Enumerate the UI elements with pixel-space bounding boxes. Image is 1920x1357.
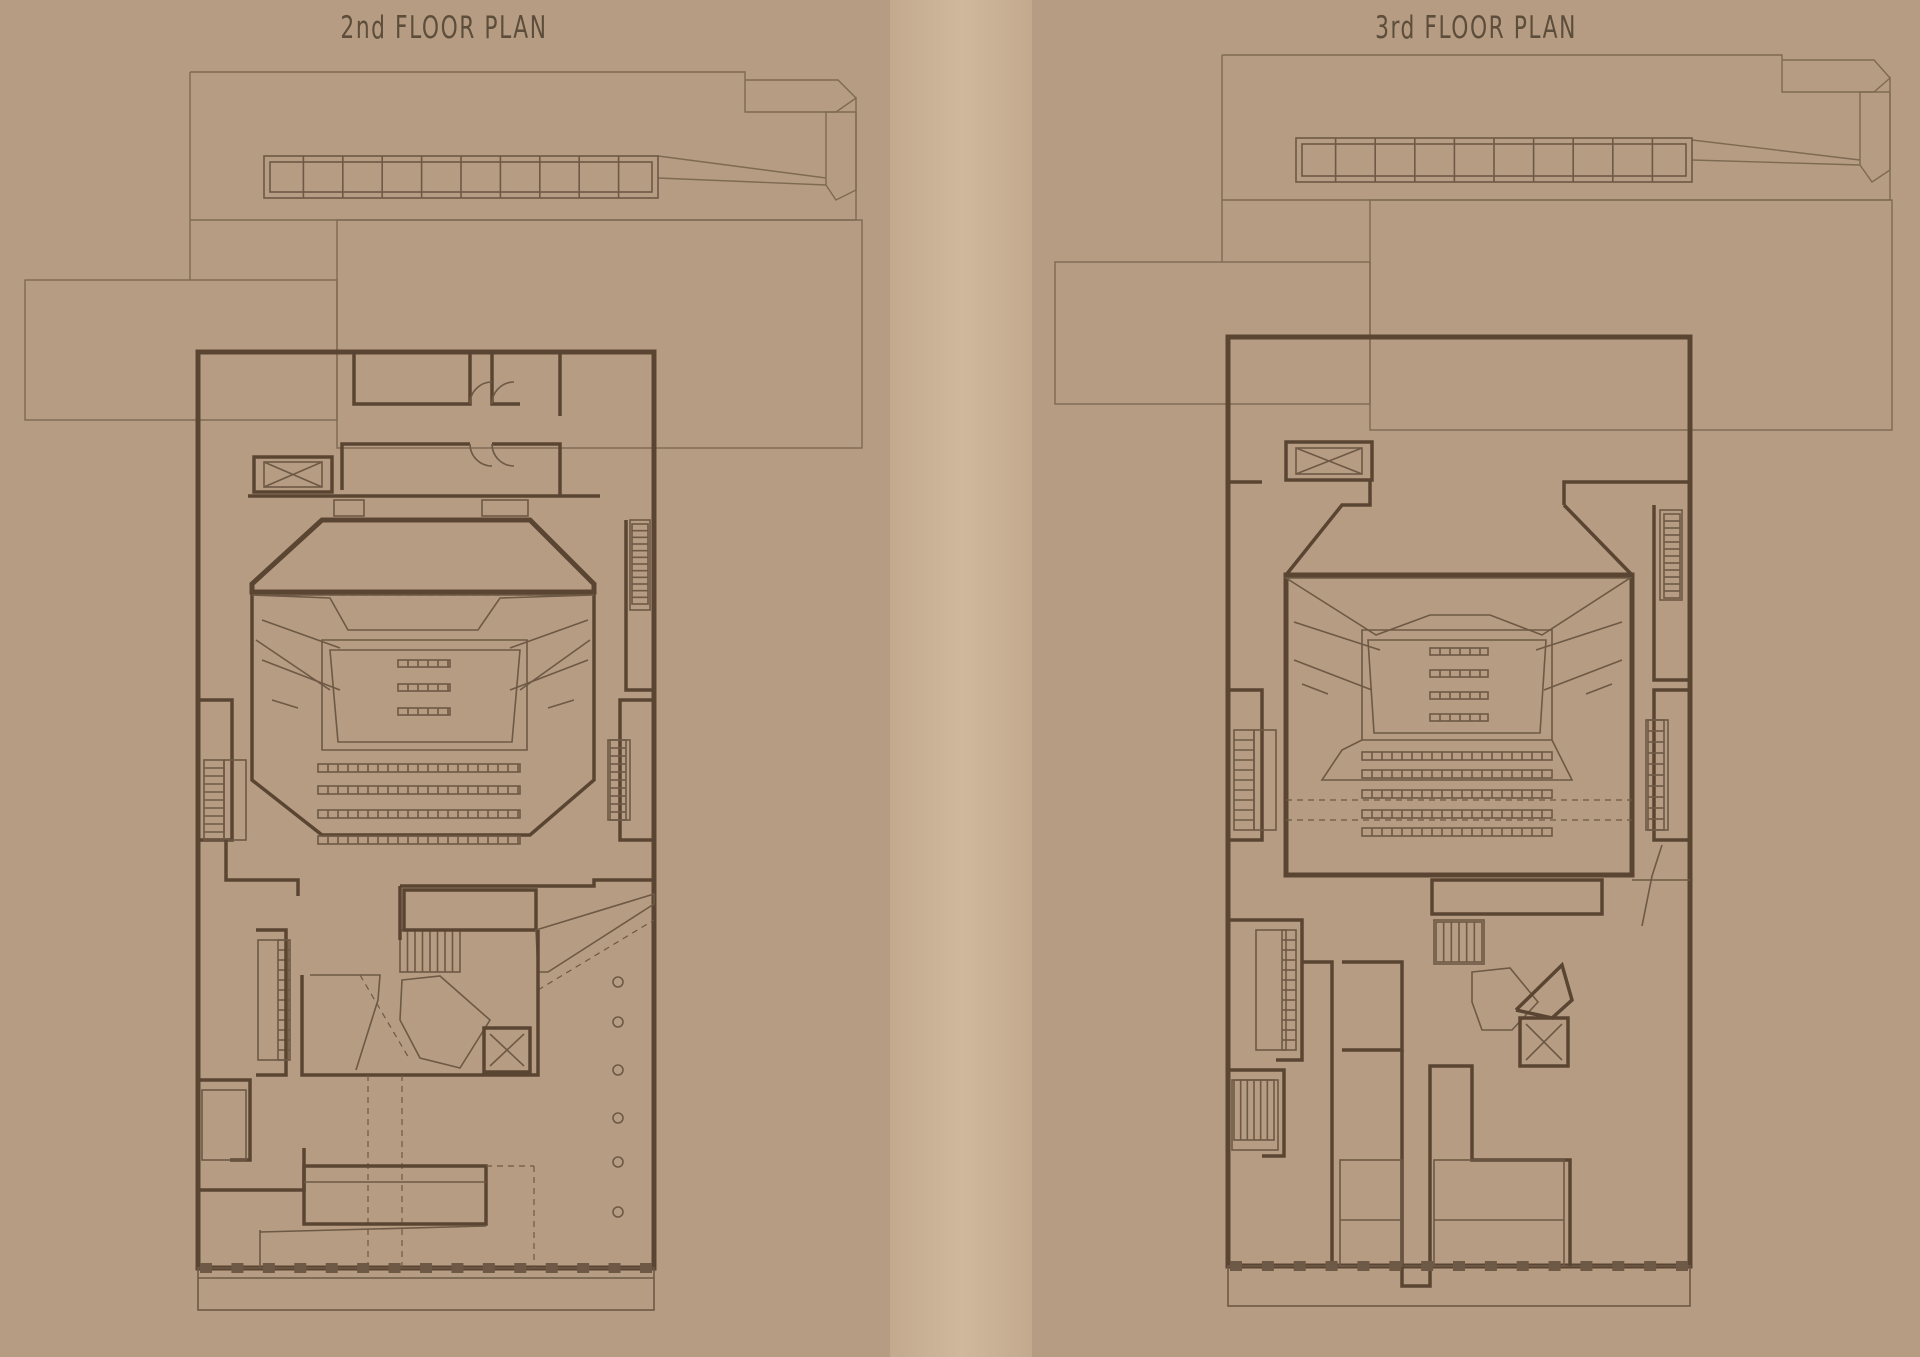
floor-plan-2nd [24,71,863,1311]
left-sheet [0,0,890,1357]
right-sheet [1032,0,1920,1357]
service-rooms [248,352,600,517]
side-stairs [1228,505,1690,1141]
columns [612,976,624,1218]
plan-title-3rd-floor: 3rd FLOOR PLAN [1375,10,1577,46]
service-rooms [1228,440,1690,577]
site-outline [1054,54,1893,431]
auditorium [249,517,597,845]
lobby-walls [1228,844,1690,1288]
site-outline [24,71,863,449]
floor-plan-3rd [1054,54,1893,1307]
auditorium [1283,572,1635,878]
skylight-mullions [1334,138,1654,182]
plan-title-2nd-floor: 2nd FLOOR PLAN [340,10,548,46]
facade-piers [1230,1261,1688,1271]
facade-piers [200,1263,652,1273]
center-gutter [890,0,1032,1357]
lobby-walls [198,840,655,1268]
skylight-mullions [302,156,620,198]
